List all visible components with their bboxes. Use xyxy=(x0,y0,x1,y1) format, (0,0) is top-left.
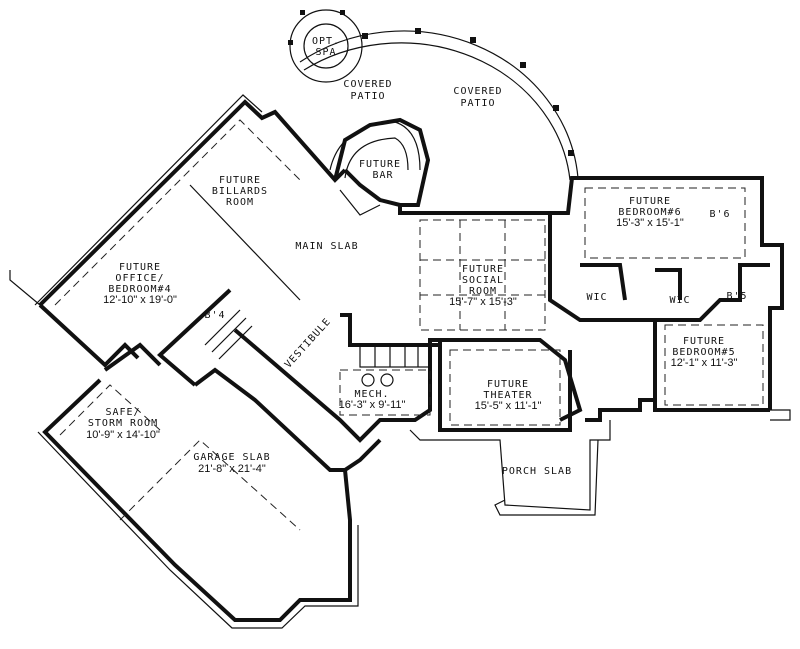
bar-counter xyxy=(329,121,421,216)
svg-text:SOCIAL: SOCIAL xyxy=(462,275,504,286)
svg-text:SPA: SPA xyxy=(315,47,336,58)
svg-text:OPT.: OPT. xyxy=(312,36,340,47)
label-porch-slab: PORCH SLAB xyxy=(502,466,572,477)
label-mech: MECH.16'-3" x 9'-11" xyxy=(339,389,406,411)
svg-text:FUTURE: FUTURE xyxy=(119,262,161,273)
svg-text:12'-10" x 19'-0": 12'-10" x 19'-0" xyxy=(103,294,177,306)
label-main-slab: MAIN SLAB xyxy=(295,241,358,252)
svg-text:10'-9" x 14'-10": 10'-9" x 14'-10" xyxy=(86,429,160,441)
outer-wall-lines xyxy=(9,94,791,629)
svg-text:FUTURE: FUTURE xyxy=(462,264,504,275)
svg-text:PATIO: PATIO xyxy=(350,91,385,102)
label-bath-5: B'5 xyxy=(726,291,747,302)
svg-text:BEDROOM#5: BEDROOM#5 xyxy=(672,347,735,358)
svg-text:12'-1" x 11'-3": 12'-1" x 11'-3" xyxy=(671,357,738,369)
label-bath-6: B'6 xyxy=(709,209,730,220)
svg-text:BEDROOM#6: BEDROOM#6 xyxy=(618,207,681,218)
walls xyxy=(38,99,784,622)
svg-text:15'-7" x 15'-3": 15'-7" x 15'-3" xyxy=(449,296,517,308)
svg-text:BAR: BAR xyxy=(372,170,393,181)
svg-text:BEDROOM#4: BEDROOM#4 xyxy=(108,284,171,295)
svg-text:15'-3" x 15'-1": 15'-3" x 15'-1" xyxy=(616,217,684,229)
room-dashed-outlines xyxy=(54,119,764,531)
svg-text:STORM ROOM: STORM ROOM xyxy=(88,418,158,429)
svg-text:BILLARDS: BILLARDS xyxy=(212,186,268,197)
svg-text:COVERED: COVERED xyxy=(343,79,392,90)
svg-text:FUTURE: FUTURE xyxy=(487,379,529,390)
water-heater xyxy=(380,373,394,387)
svg-text:COVERED: COVERED xyxy=(453,86,502,97)
svg-text:SAFE/: SAFE/ xyxy=(105,407,140,418)
label-wic: WIC xyxy=(586,292,607,303)
svg-text:THEATER: THEATER xyxy=(483,390,532,401)
svg-text:16'-3" x 9'-11": 16'-3" x 9'-11" xyxy=(339,399,406,411)
svg-text:FUTURE: FUTURE xyxy=(683,336,725,347)
svg-text:15'-5" x 11'-1": 15'-5" x 11'-1" xyxy=(475,400,542,412)
label-opt-spa: OPT.SPA xyxy=(312,36,340,58)
water-heater xyxy=(361,373,375,387)
svg-text:FUTURE: FUTURE xyxy=(359,159,401,170)
svg-text:ROOM: ROOM xyxy=(469,286,497,297)
svg-text:OFFICE/: OFFICE/ xyxy=(115,273,164,284)
label-vestibule: VESTIBULE xyxy=(283,316,333,370)
svg-text:FUTURE: FUTURE xyxy=(629,196,671,207)
covered-patio-outline xyxy=(288,9,579,181)
svg-text:PATIO: PATIO xyxy=(460,98,495,109)
label-wic: WIC xyxy=(669,295,690,306)
svg-text:GARAGE SLAB: GARAGE SLAB xyxy=(193,452,270,463)
svg-text:21'-8" x 21'-4": 21'-8" x 21'-4" xyxy=(198,463,266,475)
stairs xyxy=(204,309,431,368)
label-bath-4: B'4 xyxy=(204,310,225,321)
svg-text:MECH.: MECH. xyxy=(354,389,389,400)
svg-text:ROOM: ROOM xyxy=(226,197,254,208)
svg-text:FUTURE: FUTURE xyxy=(219,175,261,186)
